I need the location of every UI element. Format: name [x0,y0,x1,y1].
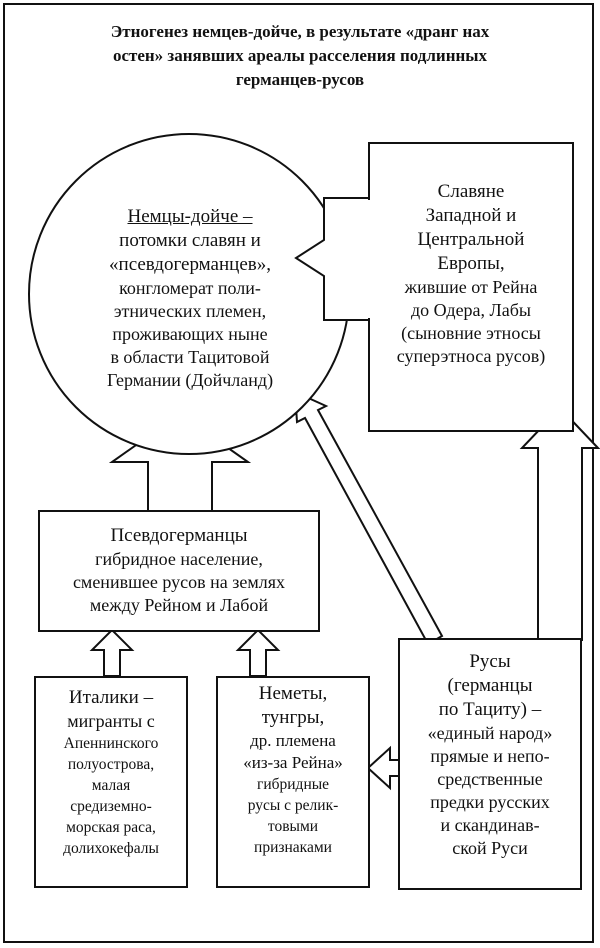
slavyane-line: Славяне [437,181,505,202]
italiki-line: малая [91,777,131,794]
nemtsy-line: в области Тацитовой [110,347,270,367]
pseudo-text: Псевдогерманцы гибридное население, смен… [40,524,318,617]
rusy-line: и скандинав- [440,815,540,835]
arrow-slavyane-to-nemtsy [294,197,371,321]
italiki-line: средиземно- [70,798,152,815]
nemety-line: тунгры, [261,707,325,728]
rusy-line: прямые и непо- [430,746,550,766]
nemety-line: признаками [254,839,332,856]
arrow-rusy-to-slavyane [519,406,600,641]
nemety-text: Неметы, тунгры, др. племена «из-за Рейна… [218,682,368,858]
diagram-frame [3,3,594,943]
italiki-text: Италики – мигранты с Апеннинского полуос… [36,686,186,859]
rusy-line: по Тациту) – [438,699,542,720]
nemtsy-line: проживающих ныне [112,324,268,344]
nemtsy-line: потомки славян и [119,230,261,251]
pseudo-line: гибридное население, [95,549,263,569]
diagram-title: Этногенез немцев-дойче, в результате «др… [20,20,580,92]
slavyane-line: жившие от Рейна [404,277,538,297]
pseudo-line: Псевдогерманцы [110,525,248,546]
rusy-line: ской Руси [452,838,528,858]
nemtsy-heading: Немцы-дойче – [127,206,253,227]
rusy-line: (германцы [447,675,533,696]
nemety-line: др. племена [250,731,336,750]
nemety-line: «из-за Рейна» [243,753,343,772]
slavyane-text: Славяне Западной и Центральной Европы, ж… [372,180,570,368]
rusy-line: предки русских [430,792,550,812]
rusy-line: «единый народ» [427,723,553,743]
rusy-box [398,638,582,890]
slavyane-line: Европы, [437,253,505,274]
pseudo-box [38,510,320,632]
slavyane-line: суперэтноса русов) [396,346,546,366]
rusy-line: средственные [437,769,543,789]
nemtsy-line: «псевдогерманцев», [109,254,271,275]
nemtsy-line: этнических племен, [113,301,267,321]
slavyane-line: Центральной [417,229,525,250]
nemtsy-text: Немцы-дойче – потомки славян и «псевдоге… [60,205,320,392]
italiki-box [34,676,188,888]
italiki-line: полуострова, [67,756,155,773]
title-line-3: германцев-русов [235,70,365,89]
italiki-line: мигранты с [67,711,155,731]
title-line-2: остен» занявших ареалы расселения подлин… [112,46,488,65]
rusy-text: Русы (германцы по Тациту) – «единый наро… [400,650,580,860]
pseudo-line: сменившее русов на землях [72,572,286,592]
italiki-line: долихокефалы [63,840,159,857]
nemety-line: товыми [267,818,319,835]
italiki-line: Италики – [68,687,154,708]
rusy-line: Русы [469,651,511,672]
slavyane-line: до Одера, Лабы [410,300,531,320]
nemety-line: Неметы, [258,683,328,704]
nemtsy-line: конгломерат поли- [119,278,261,298]
slavyane-line: (сыновние этносы [401,323,541,343]
nemety-box [216,676,370,888]
pseudo-line: между Рейном и Лабой [89,595,269,615]
nemety-line: русы с релик- [247,797,339,814]
italiki-line: морская раса, [66,819,156,836]
nemety-line: гибридные [256,776,330,793]
italiki-line: Апеннинского [63,735,159,752]
slavyane-line: Западной и [425,205,517,226]
arrow-italiki-to-pseudo [89,628,135,677]
arrow-nemety-to-pseudo [235,628,281,677]
title-line-1: Этногенез немцев-дойче, в результате «др… [110,22,490,41]
nemtsy-line: Германии (Дойчланд) [106,370,274,390]
